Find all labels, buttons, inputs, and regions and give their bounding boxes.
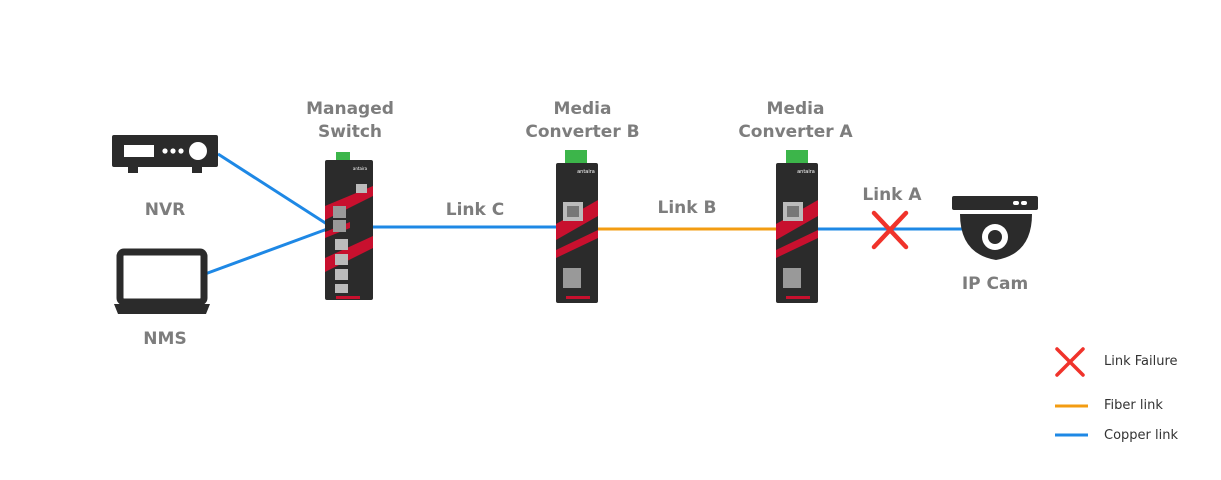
managed-switch-device: antaira <box>325 152 373 300</box>
converter-b-label: Media Converter B <box>515 98 650 144</box>
nvr-label: NVR <box>144 200 186 220</box>
converter-b-label-line1: Media <box>553 99 612 119</box>
media-converter-a-device: antaira <box>776 150 818 303</box>
switch-label-line1: Managed <box>306 99 394 119</box>
link-b-label: Link B <box>657 198 717 218</box>
media-converter-b-device: antaira <box>556 150 598 303</box>
ip-cam-label: IP Cam <box>961 274 1029 294</box>
converter-a-label-line2: Converter A <box>738 122 853 142</box>
legend-fiber-label: Fiber link <box>1104 398 1163 413</box>
legend-failure-label: Link Failure <box>1104 354 1178 369</box>
converter-b-brand-text: antaira <box>577 169 595 175</box>
switch-brand-text: antaira <box>353 166 368 171</box>
switch-label: Managed Switch <box>295 98 405 144</box>
converter-b-label-line2: Converter B <box>525 122 640 142</box>
nvr-copper-link <box>217 152 331 228</box>
converter-a-brand-text: antaira <box>797 169 815 175</box>
nms-label: NMS <box>143 329 187 349</box>
legend-copper-label: Copper link <box>1104 428 1179 443</box>
link-c-label: Link C <box>445 200 505 220</box>
ip-camera-icon <box>952 196 1038 260</box>
nvr-icon <box>112 135 218 173</box>
nms-copper-link <box>204 226 331 276</box>
link-a-failure-icon <box>871 210 909 250</box>
switch-label-line2: Switch <box>317 122 383 142</box>
converter-a-label: Media Converter A <box>728 98 863 144</box>
converter-a-label-line1: Media <box>766 99 825 119</box>
laptop-icon <box>114 248 210 314</box>
link-a-label: Link A <box>862 185 922 205</box>
legend-failure-icon <box>1055 347 1085 377</box>
